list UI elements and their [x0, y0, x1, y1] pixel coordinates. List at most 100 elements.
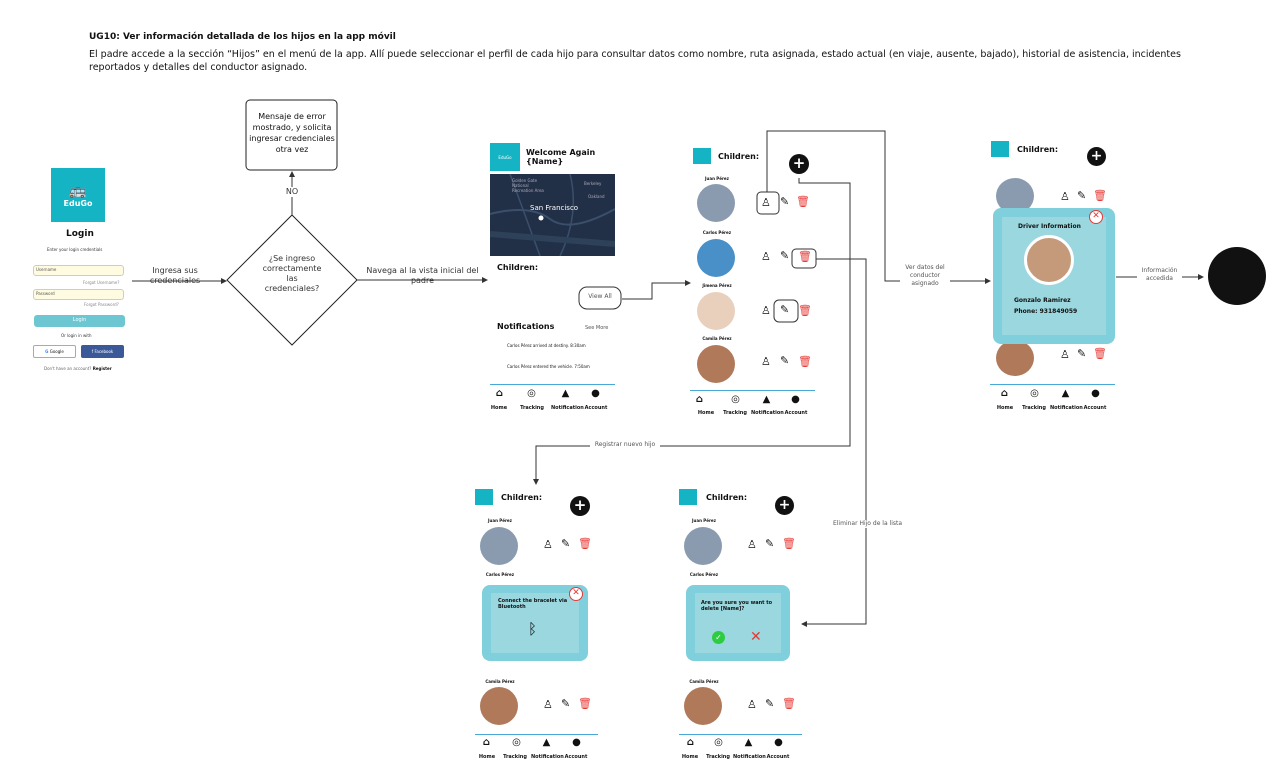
delete-icon[interactable]: 🗑 — [798, 304, 812, 317]
nav-home[interactable]: Home — [996, 405, 1014, 411]
login-button[interactable]: Login — [34, 315, 125, 327]
profile-icon[interactable]: ♙ — [1060, 348, 1070, 361]
edit-icon[interactable]: ✎ — [780, 195, 790, 208]
home-icon[interactable]: ⌂ — [695, 394, 704, 405]
profile-icon[interactable]: ♙ — [761, 250, 771, 263]
nav-notification[interactable]: Notification — [751, 410, 784, 416]
nav-tracking[interactable]: Tracking — [723, 410, 747, 416]
delete-icon[interactable]: 🗑 — [796, 195, 810, 208]
confirm-icon[interactable]: ✓ — [712, 631, 725, 644]
tracking-icon[interactable]: ◎ — [731, 394, 740, 405]
add-child-button[interactable]: + — [775, 496, 794, 515]
add-child-button[interactable]: + — [1087, 147, 1106, 166]
nav-account[interactable]: Account — [766, 754, 790, 760]
edit-icon[interactable]: ✎ — [765, 537, 775, 550]
edit-icon[interactable]: ✎ — [780, 303, 790, 316]
notification-icon[interactable]: ▲ — [744, 737, 753, 748]
notification-icon[interactable]: ▲ — [762, 394, 771, 405]
delete-icon[interactable]: 🗑 — [1093, 189, 1107, 202]
home-icon[interactable]: ⌂ — [686, 737, 695, 748]
nav-tracking[interactable]: Tracking — [503, 754, 527, 760]
edit-icon[interactable]: ✎ — [561, 697, 571, 710]
bluetooth-icon[interactable]: ᛒ — [528, 620, 538, 638]
nav-home[interactable]: Home — [681, 754, 699, 760]
account-icon[interactable]: ● — [591, 388, 600, 399]
child-avatar[interactable] — [697, 239, 735, 277]
nav-notification[interactable]: Notification — [733, 754, 766, 760]
notification-icon[interactable]: ▲ — [1061, 388, 1070, 399]
delete-icon[interactable]: 🗑 — [782, 697, 796, 710]
close-icon[interactable]: ✕ — [1089, 210, 1103, 224]
nav-account[interactable]: Account — [784, 410, 808, 416]
see-more-link[interactable]: See More — [585, 325, 609, 331]
add-child-button[interactable]: + — [789, 154, 809, 174]
nav-account[interactable]: Account — [584, 405, 608, 411]
forgot-password-link[interactable]: Forgot Password? — [84, 302, 119, 307]
notification-item[interactable]: Carlos Pérez entered the vehicle. 7:50am — [507, 364, 590, 369]
forgot-username-link[interactable]: Forgot Username? — [83, 280, 120, 285]
child-name: Carlos Pérez — [702, 230, 732, 235]
driver-phone: Phone: 931849059 — [1014, 308, 1078, 315]
nav-tracking[interactable]: Tracking — [1022, 405, 1046, 411]
account-icon[interactable]: ● — [1091, 388, 1100, 399]
tracking-icon[interactable]: ◎ — [714, 737, 723, 748]
delete-icon[interactable]: 🗑 — [798, 355, 812, 368]
account-icon[interactable]: ● — [774, 737, 783, 748]
password-field[interactable]: Password — [33, 289, 124, 300]
edit-icon[interactable]: ✎ — [780, 249, 790, 262]
nav-home[interactable]: Home — [697, 410, 715, 416]
profile-icon[interactable]: ♙ — [747, 538, 757, 551]
child-avatar[interactable] — [697, 292, 735, 330]
account-icon[interactable]: ● — [572, 737, 581, 748]
decision-diamond — [226, 214, 358, 346]
close-icon[interactable]: ✕ — [569, 587, 583, 601]
nav-tracking[interactable]: Tracking — [520, 405, 544, 411]
nav-notification[interactable]: Notification — [551, 405, 584, 411]
profile-icon[interactable]: ♙ — [543, 698, 553, 711]
account-icon[interactable]: ● — [791, 394, 800, 405]
edit-icon[interactable]: ✎ — [765, 697, 775, 710]
profile-icon[interactable]: ♙ — [761, 355, 771, 368]
home-icon[interactable]: ⌂ — [1000, 388, 1009, 399]
nav-account[interactable]: Account — [1083, 405, 1107, 411]
delete-icon[interactable]: 🗑 — [782, 537, 796, 550]
home-icon[interactable]: ⌂ — [495, 388, 504, 399]
profile-icon[interactable]: ♙ — [1060, 190, 1070, 203]
child-avatar[interactable] — [697, 345, 735, 383]
delete-icon[interactable]: 🗑 — [578, 697, 592, 710]
tracking-icon[interactable]: ◎ — [527, 388, 536, 399]
map-view[interactable]: San Francisco Golden Gate National Recre… — [490, 174, 615, 256]
delete-icon[interactable]: 🗑 — [798, 250, 812, 263]
facebook-button[interactable]: f Facebook — [81, 345, 124, 358]
nav-notification[interactable]: Notification — [1050, 405, 1083, 411]
nav-notification[interactable]: Notification — [531, 754, 564, 760]
tracking-icon[interactable]: ◎ — [1030, 388, 1039, 399]
delete-icon[interactable]: 🗑 — [1093, 347, 1107, 360]
profile-icon[interactable]: ♙ — [761, 304, 771, 317]
edit-icon[interactable]: ✎ — [561, 537, 571, 550]
tracking-icon[interactable]: ◎ — [512, 737, 521, 748]
username-field[interactable]: Username — [33, 265, 124, 276]
add-child-button[interactable]: + — [570, 496, 590, 516]
profile-icon[interactable]: ♙ — [761, 196, 771, 209]
nav-account[interactable]: Account — [564, 754, 588, 760]
notification-icon[interactable]: ▲ — [561, 388, 570, 399]
notification-icon[interactable]: ▲ — [542, 737, 551, 748]
profile-icon[interactable]: ♙ — [543, 538, 553, 551]
register-link[interactable]: Register — [92, 366, 112, 371]
cancel-icon[interactable]: ✕ — [750, 629, 762, 645]
child-avatar[interactable] — [697, 184, 735, 222]
delete-icon[interactable]: 🗑 — [578, 537, 592, 550]
edit-icon[interactable]: ✎ — [1077, 189, 1087, 202]
profile-icon[interactable]: ♙ — [747, 698, 757, 711]
google-button[interactable]: G Google — [33, 345, 76, 358]
edit-icon[interactable]: ✎ — [1077, 347, 1087, 360]
logo-text: EduGo — [63, 198, 93, 208]
home-icon[interactable]: ⌂ — [482, 737, 491, 748]
view-all-label[interactable]: View All — [588, 293, 612, 300]
nav-home[interactable]: Home — [478, 754, 496, 760]
nav-tracking[interactable]: Tracking — [706, 754, 730, 760]
notification-item[interactable]: Carlos Pérez arrived at destiny. 8:30am — [507, 343, 586, 348]
nav-home[interactable]: Home — [490, 405, 508, 411]
edit-icon[interactable]: ✎ — [780, 354, 790, 367]
